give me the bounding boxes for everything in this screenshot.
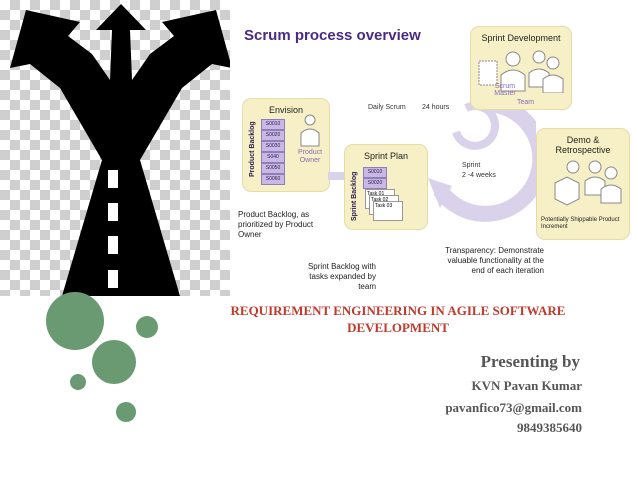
sprint-backlog-note: Sprint Backlog with tasks expanded by te… bbox=[307, 262, 376, 291]
backlog-item: S040 bbox=[261, 152, 285, 163]
decorative-circle bbox=[92, 340, 136, 384]
slide-title: REQUIREMENT ENGINEERING IN AGILE SOFTWAR… bbox=[230, 303, 566, 335]
team-icon bbox=[478, 50, 564, 93]
road-arrows-icon bbox=[10, 4, 230, 296]
backlog-item: S0050 bbox=[261, 163, 285, 174]
demo-team-icon bbox=[554, 160, 622, 206]
daily-scrum-label: Daily Scrum bbox=[368, 104, 406, 111]
diagram-title: Scrum process overview bbox=[244, 27, 421, 44]
decorative-circle bbox=[70, 374, 86, 390]
sprint-plan-box: Sprint Plan Sprint Backlog S0010 S0020 T… bbox=[344, 144, 428, 230]
sprint-cycle-arrow-icon bbox=[428, 95, 536, 222]
sprint-development-box: Sprint Development Scrum Master Team bbox=[470, 26, 572, 110]
backlog-item: S0010 bbox=[261, 119, 285, 130]
product-owner-icon bbox=[300, 114, 320, 147]
task-card: Task 03 bbox=[373, 201, 403, 221]
product-backlog-note: Product Backlog, as prioritized by Produ… bbox=[238, 210, 314, 239]
backlog-item: S0020 bbox=[261, 130, 285, 141]
hours-label: 24 hours bbox=[422, 104, 450, 111]
sprint-weeks-label: 2 -4 weeks bbox=[462, 172, 496, 179]
product-backlog-label: Product Backlog bbox=[249, 121, 256, 177]
shippable-product-label: Potentially Shippable Product Increment bbox=[541, 217, 620, 230]
demo-title: Demo & Retrospective bbox=[555, 135, 611, 155]
envision-box: Envision Product Backlog S0010 S0020 S00… bbox=[242, 98, 330, 192]
sprint-item: S0020 bbox=[363, 178, 387, 189]
road-arrows-image bbox=[0, 0, 230, 296]
transparency-note: Transparency: Demonstrate valuable funct… bbox=[445, 246, 544, 275]
scrum-diagram: Scrum process overview Envision Product … bbox=[230, 0, 638, 296]
scrum-master-label: Scrum Master bbox=[494, 83, 516, 97]
demo-retrospective-box: Demo & Retrospective Potentially Shippab… bbox=[536, 128, 630, 240]
backlog-item: S0060 bbox=[261, 174, 285, 185]
presenter-name: KVN Pavan Kumar bbox=[471, 378, 583, 393]
presenting-by: Presenting by bbox=[480, 352, 580, 371]
product-owner-label: Product Owner bbox=[297, 149, 323, 164]
sprint-label: Sprint bbox=[462, 162, 481, 169]
decorative-circle bbox=[136, 316, 158, 338]
sprint-backlog-label: Sprint Backlog bbox=[351, 171, 358, 221]
backlog-item: S0030 bbox=[261, 141, 285, 152]
presenter-phone: 9849385640 bbox=[517, 420, 582, 435]
sprint-item: S0010 bbox=[363, 167, 387, 178]
envision-title: Envision bbox=[268, 105, 304, 115]
decorative-circle bbox=[116, 402, 136, 422]
team-label: Team bbox=[517, 99, 535, 106]
sprint-plan-title: Sprint Plan bbox=[363, 151, 409, 161]
sprint-development-title: Sprint Development bbox=[481, 33, 561, 43]
presenter-email: pavanfico73@gmail.com bbox=[445, 400, 582, 415]
decorative-circle bbox=[46, 292, 104, 350]
